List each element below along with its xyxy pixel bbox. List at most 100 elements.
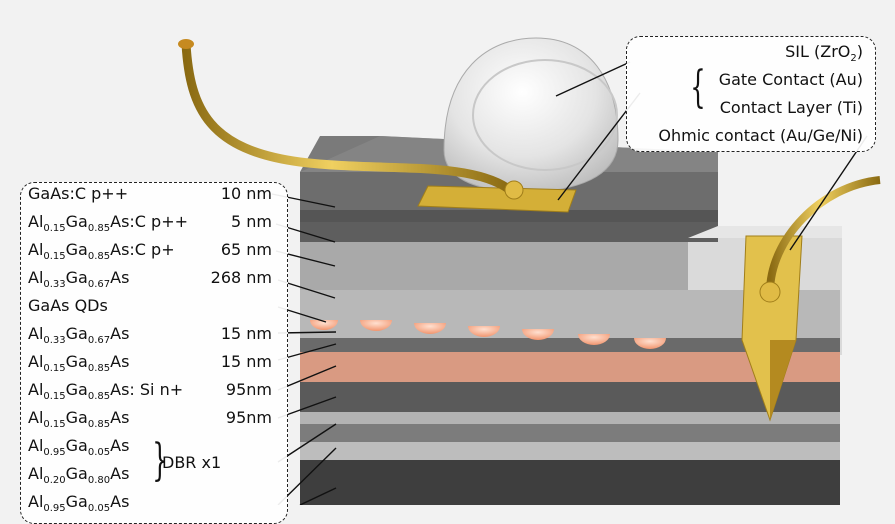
text-fragment: As	[110, 408, 130, 427]
layer-stack-legend	[20, 182, 288, 524]
layer-name: Al0.20Ga0.80As	[28, 464, 129, 491]
text-fragment: )	[856, 42, 863, 61]
left-bond-wire	[181, 39, 515, 195]
contact-label: SIL (ZrO2)	[785, 42, 863, 69]
text-fragment: As: Si n+	[110, 380, 184, 399]
device-illustration	[178, 37, 881, 505]
layer-thickness: 15 nm	[220, 352, 272, 371]
layer-name: Al0.15Ga0.85As:C p+	[28, 240, 175, 267]
text-fragment: Al	[28, 268, 44, 287]
layer-name: GaAs:C p++	[28, 184, 128, 204]
text-fragment: As	[110, 324, 130, 343]
text-fragment: Ga	[65, 352, 88, 371]
text-fragment: 0.15	[43, 419, 66, 431]
text-fragment: Ohmic contact (Au/Ge/Ni)	[658, 126, 863, 145]
layer-row: Al0.15Ga0.85As: Si n+ 95nm	[28, 380, 272, 402]
text-fragment: 0.80	[87, 475, 111, 487]
text-fragment: As	[110, 268, 130, 287]
layer-row: Al0.95Ga0.05As	[28, 492, 146, 514]
text-fragment: 0.85	[87, 223, 111, 235]
text-fragment: Ga	[65, 212, 88, 231]
text-fragment: 0.20	[43, 475, 66, 487]
text-fragment: As	[110, 436, 130, 455]
layer-row: Al0.15Ga0.85As:C p+65 nm	[28, 240, 272, 262]
text-fragment: Contact Layer (Ti)	[719, 98, 863, 117]
text-fragment: GaAs QDs	[28, 296, 108, 315]
text-fragment: Al	[28, 492, 44, 511]
layer-row: Al0.15Ga0.85As:C p++ 5 nm	[28, 212, 272, 234]
text-fragment: Al	[28, 324, 44, 343]
text-fragment: Al	[28, 408, 44, 427]
layer-name: Al0.95Ga0.05As	[28, 436, 129, 463]
layer-name: Al0.33Ga0.67As	[28, 268, 129, 295]
text-fragment: 0.33	[43, 335, 66, 347]
text-fragment: Ga	[65, 268, 88, 287]
layer-row: Al0.15Ga0.85As 95nm	[28, 408, 272, 430]
text-fragment: Al	[28, 464, 44, 483]
text-fragment: Al	[28, 436, 44, 455]
text-fragment: 0.15	[43, 363, 66, 375]
quantum-dots	[310, 320, 666, 349]
text-fragment: SIL (ZrO	[785, 42, 851, 61]
text-fragment: As	[110, 492, 130, 511]
layer-row: Al0.33Ga0.67As 15 nm	[28, 324, 272, 346]
dbr-label: DBR x1	[162, 453, 222, 472]
layer-name: Al0.15Ga0.85As	[28, 408, 129, 435]
contact-label: Contact Layer (Ti)	[720, 98, 863, 118]
text-fragment: Ga	[65, 324, 88, 343]
contact-brace: {	[690, 62, 706, 113]
contact-label: Ohmic contact (Au/Ge/Ni)	[658, 126, 863, 146]
layer-thickness: 95nm	[225, 380, 272, 399]
layer-row: GaAs:C p++ 10 nm	[28, 184, 272, 206]
layer-row: Al0.33Ga0.67As 268 nm	[28, 268, 272, 290]
text-fragment: 0.67	[87, 279, 111, 291]
text-fragment: 0.85	[87, 391, 111, 403]
text-fragment: As:C p++	[110, 212, 189, 231]
text-fragment: As	[110, 464, 130, 483]
text-fragment: Al	[28, 352, 44, 371]
text-fragment: Ga	[65, 380, 88, 399]
dbr-brace: }	[152, 435, 168, 486]
layer-row: Al0.20Ga0.80As	[28, 464, 146, 486]
text-fragment: 0.15	[43, 251, 66, 263]
text-fragment: As:C p+	[110, 240, 175, 259]
layer-name: Al0.15Ga0.85As	[28, 352, 129, 379]
layer-thickness: 10 nm	[220, 184, 272, 203]
layer-name: Al0.15Ga0.85As: Si n+	[28, 380, 183, 407]
text-fragment: 0.05	[87, 447, 111, 459]
text-fragment: Ga	[65, 408, 88, 427]
layer-thickness: 5 nm	[231, 212, 272, 231]
text-fragment: 0.15	[43, 223, 66, 235]
ohmic-contact	[741, 176, 881, 422]
text-fragment: 0.85	[87, 363, 111, 375]
layer-name: Al0.95Ga0.05As	[28, 492, 129, 519]
text-fragment: Gate Contact (Au)	[718, 70, 863, 89]
text-fragment: 0.67	[87, 335, 111, 347]
text-fragment: 0.95	[43, 447, 66, 459]
contact-label: Gate Contact (Au)	[719, 70, 863, 90]
text-fragment: Ga	[65, 464, 88, 483]
text-fragment: GaAs:C p++	[28, 184, 129, 203]
text-fragment: Al	[28, 240, 44, 259]
layer-name: Al0.15Ga0.85As:C p++	[28, 212, 188, 239]
text-fragment: 0.15	[43, 391, 66, 403]
layer-name: GaAs QDs	[28, 296, 108, 316]
layer-row: Al0.95Ga0.05As	[28, 436, 146, 458]
text-fragment: Al	[28, 380, 44, 399]
gate-contact-pad	[417, 185, 577, 213]
layer-thickness: 65 nm	[220, 240, 272, 259]
text-fragment: Ga	[65, 492, 88, 511]
layer-thickness: 15 nm	[220, 324, 272, 343]
text-fragment: Ga	[65, 436, 88, 455]
layer-name: Al0.33Ga0.67As	[28, 324, 129, 351]
layer-thickness: 268 nm	[210, 268, 272, 287]
text-fragment: 0.85	[87, 251, 111, 263]
text-fragment: 0.33	[43, 279, 66, 291]
contact-legend	[626, 36, 876, 152]
sil-lens	[443, 37, 619, 193]
layer-thickness: 95nm	[225, 408, 272, 427]
text-fragment: As	[110, 352, 130, 371]
text-fragment: 0.85	[87, 419, 111, 431]
text-fragment: 2	[850, 53, 857, 65]
text-fragment: Al	[28, 212, 44, 231]
